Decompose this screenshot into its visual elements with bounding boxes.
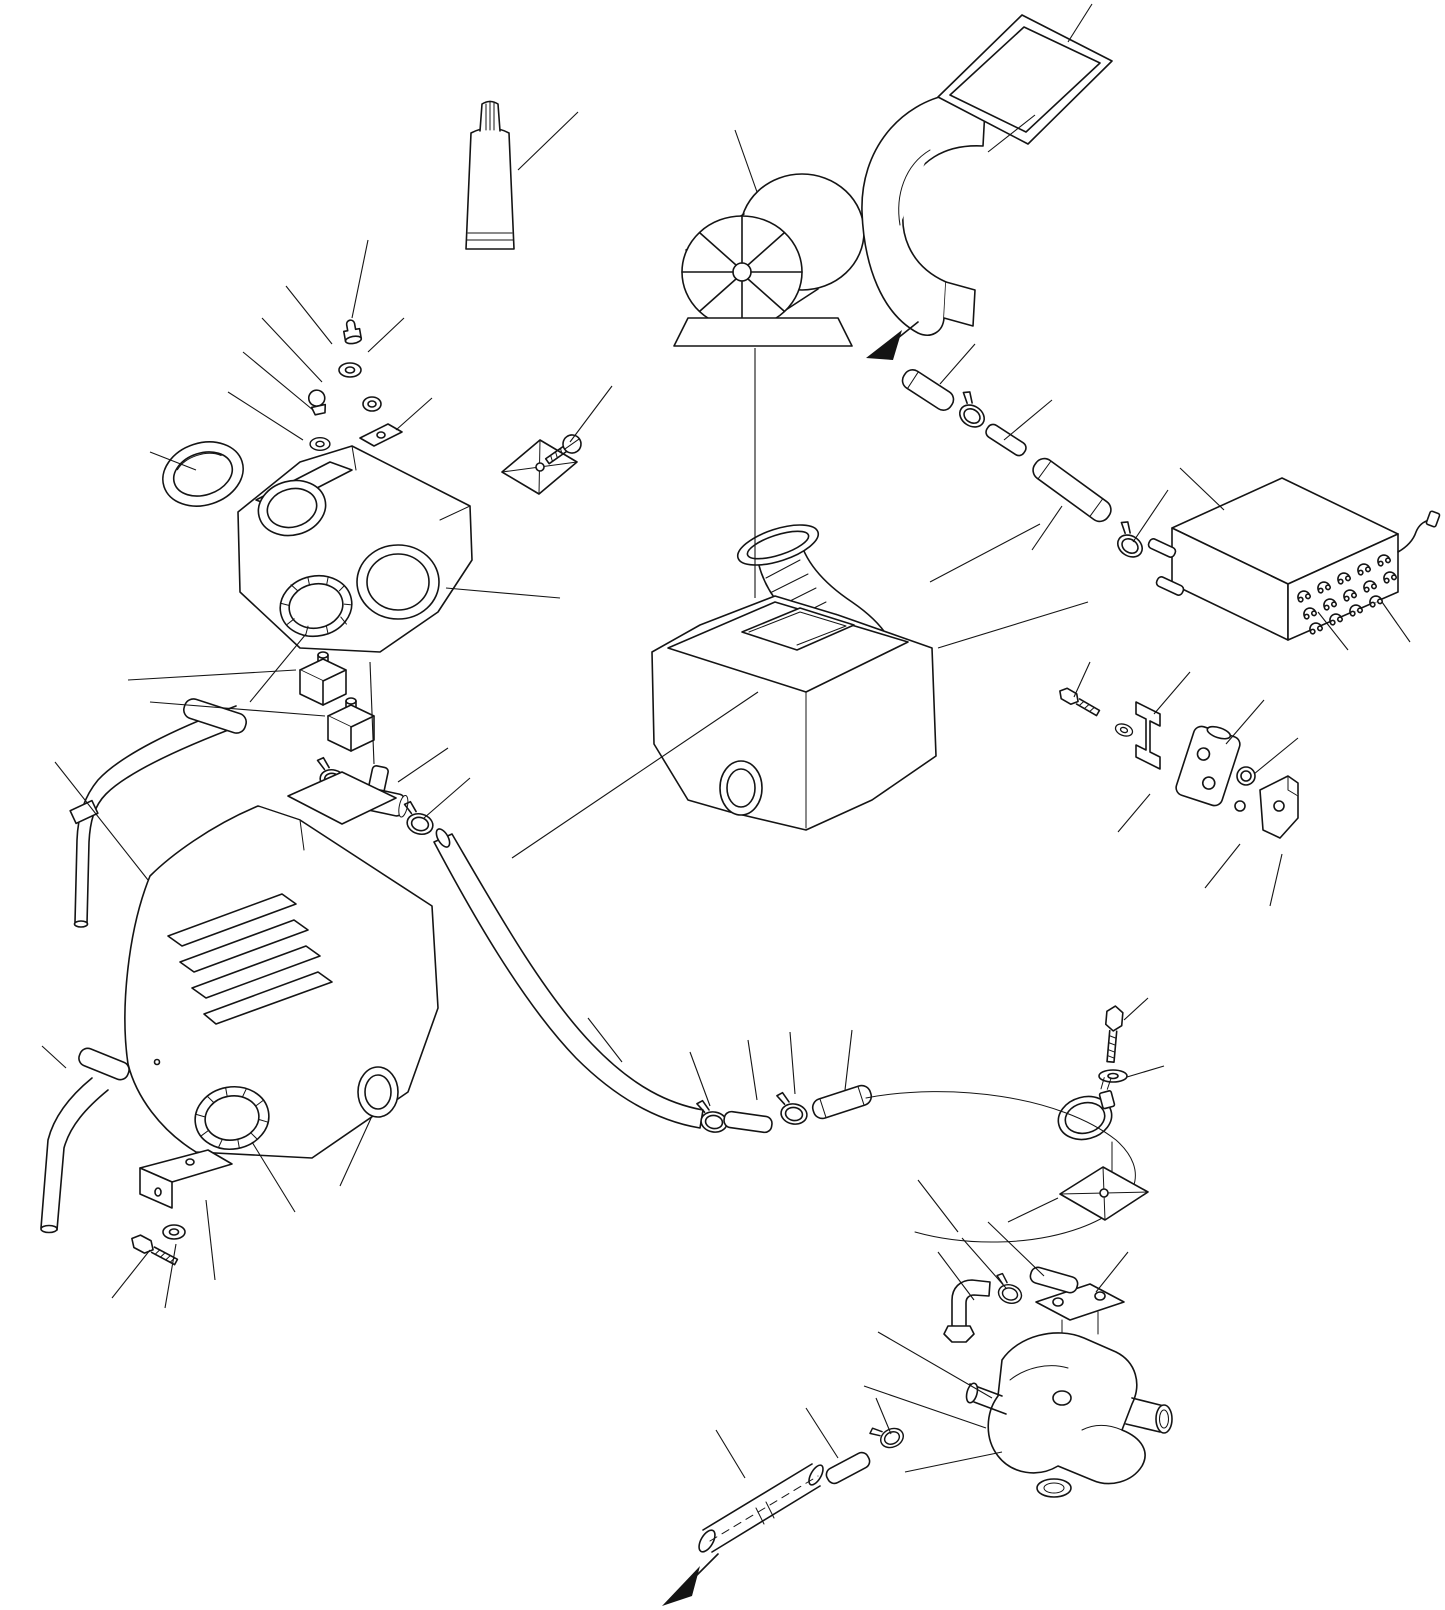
pipe-fitting-3 xyxy=(723,1110,773,1134)
fitting-washer-1 xyxy=(338,362,362,378)
water-valve xyxy=(965,1283,1173,1498)
grommet xyxy=(362,396,382,412)
valve-washer xyxy=(1113,721,1135,739)
pipe-fitting-4 xyxy=(1029,1266,1079,1294)
pipe-fitting-1 xyxy=(901,369,955,411)
sealant-tube xyxy=(465,100,515,250)
heater-unit-fittings xyxy=(307,319,403,452)
expansion-valve xyxy=(1175,725,1241,807)
valve-bracket xyxy=(1135,701,1161,770)
fitting-washer-2 xyxy=(309,436,331,452)
main-hose xyxy=(433,828,704,1129)
flow-arrow-top xyxy=(866,321,919,360)
front-blower-unit xyxy=(237,445,473,653)
return-hose xyxy=(698,1463,824,1553)
flow-arrow-bottom xyxy=(662,1553,719,1606)
o-ring xyxy=(1236,766,1256,786)
pipe-fitting-2 xyxy=(985,423,1027,457)
hose-clamp-4 xyxy=(771,1091,811,1127)
filter-panel xyxy=(937,14,1113,145)
heater-pipe-a xyxy=(69,698,247,928)
case-pad xyxy=(287,771,397,825)
fitting-valve xyxy=(342,319,363,345)
relay-block-2 xyxy=(327,697,375,752)
cross-bracket xyxy=(501,439,578,495)
valve-bolt xyxy=(1059,687,1101,717)
blower-housing xyxy=(861,91,986,336)
hose-stub xyxy=(811,1084,873,1120)
fitting-plate xyxy=(359,423,403,447)
heater-pipe-b xyxy=(40,1047,130,1234)
hose-routing-line xyxy=(865,1091,1136,1243)
relay-block-1 xyxy=(299,651,347,706)
heater-case xyxy=(124,771,439,1159)
pipe-fitting-5 xyxy=(825,1451,871,1485)
bracket-washer xyxy=(162,1224,186,1240)
heater-unit xyxy=(651,595,937,831)
bolt-vertical xyxy=(1104,1005,1124,1063)
mount-bolt xyxy=(131,1234,179,1266)
valve-plate xyxy=(1259,775,1299,839)
hose-clamp-large xyxy=(1057,1077,1116,1141)
port-cap xyxy=(162,441,244,507)
mount-bracket xyxy=(139,1149,233,1209)
evaporator-core xyxy=(1147,477,1441,641)
fitting-sensor xyxy=(307,389,327,416)
screw xyxy=(544,434,582,465)
leader-lines xyxy=(41,3,1411,1479)
elbow-fitting xyxy=(943,1279,991,1343)
return-clamp xyxy=(867,1416,908,1455)
washer-flat xyxy=(1098,1069,1128,1083)
adhesive-plate xyxy=(1059,1166,1149,1221)
hose-clamp-1 xyxy=(948,388,995,433)
blower-wheel xyxy=(673,173,865,347)
o-ring-small xyxy=(1234,800,1246,812)
valve-clamp xyxy=(989,1271,1028,1307)
drain-hose xyxy=(1032,457,1112,523)
